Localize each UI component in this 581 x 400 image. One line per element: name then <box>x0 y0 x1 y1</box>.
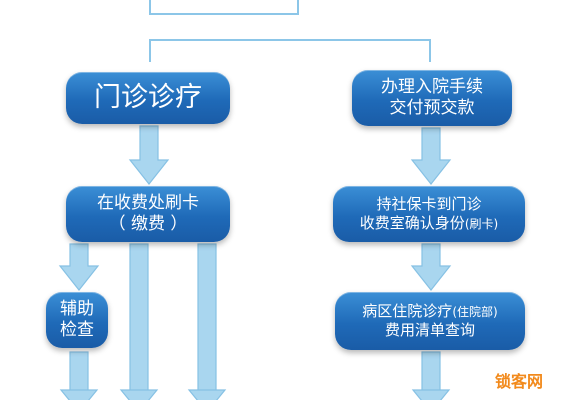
split-line <box>149 39 431 62</box>
query-line1-note: (住院部) <box>452 305 498 320</box>
aux-box: 辅助 检查 <box>46 292 108 348</box>
outpatient-label: 门诊诊疗 <box>94 82 202 114</box>
arrowhead-bottom-4 <box>411 389 451 400</box>
arrow-confirm-to-query <box>410 243 452 291</box>
admission-line2: 交付预交款 <box>389 98 475 118</box>
bar-pay-right <box>197 243 217 400</box>
arrowhead-bottom-1 <box>59 389 99 400</box>
confirm-line2: 收费室确认身份 <box>359 214 465 232</box>
query-line2: 费用清单查询 <box>384 321 475 339</box>
bar-pay-middle <box>129 243 149 400</box>
bar-below-query <box>421 351 441 400</box>
watermark-logo: 锁客网 <box>495 374 544 391</box>
admission-line1: 办理入院手续 <box>381 76 483 97</box>
pay-line2: （ 缴费 ） <box>108 214 188 234</box>
outpatient-box: 门诊诊疗 <box>66 72 230 124</box>
arrow-pay-to-aux <box>58 243 100 291</box>
pay-line1: 在收费处刷卡 <box>97 192 199 213</box>
arrowhead-bottom-3 <box>187 389 227 400</box>
arrowhead-bottom-2 <box>119 389 159 400</box>
pay-box: 在收费处刷卡 （ 缴费 ） <box>66 186 230 242</box>
bar-below-aux <box>69 351 89 400</box>
query-line1: 病区住院诊疗 <box>362 302 453 321</box>
admission-box: 办理入院手续 交付预交款 <box>352 70 512 126</box>
arrow-outpatient-to-pay <box>128 125 170 185</box>
confirm-line2-wrap: 收费室确认身份(刷卡) <box>360 214 498 233</box>
arrow-admission-to-confirm <box>410 127 452 185</box>
aux-line1: 辅助 <box>60 298 94 319</box>
query-box: 病区住院诊疗(住院部) 费用清单查询 <box>335 292 525 350</box>
aux-line2: 检查 <box>60 320 94 340</box>
query-line1-wrap: 病区住院诊疗(住院部) <box>362 302 497 321</box>
confirm-box: 持社保卡到门诊 收费室确认身份(刷卡) <box>333 186 525 242</box>
top-loop-line <box>149 0 299 15</box>
confirm-line2-note: (刷卡) <box>464 217 499 231</box>
confirm-line1: 持社保卡到门诊 <box>376 195 482 214</box>
